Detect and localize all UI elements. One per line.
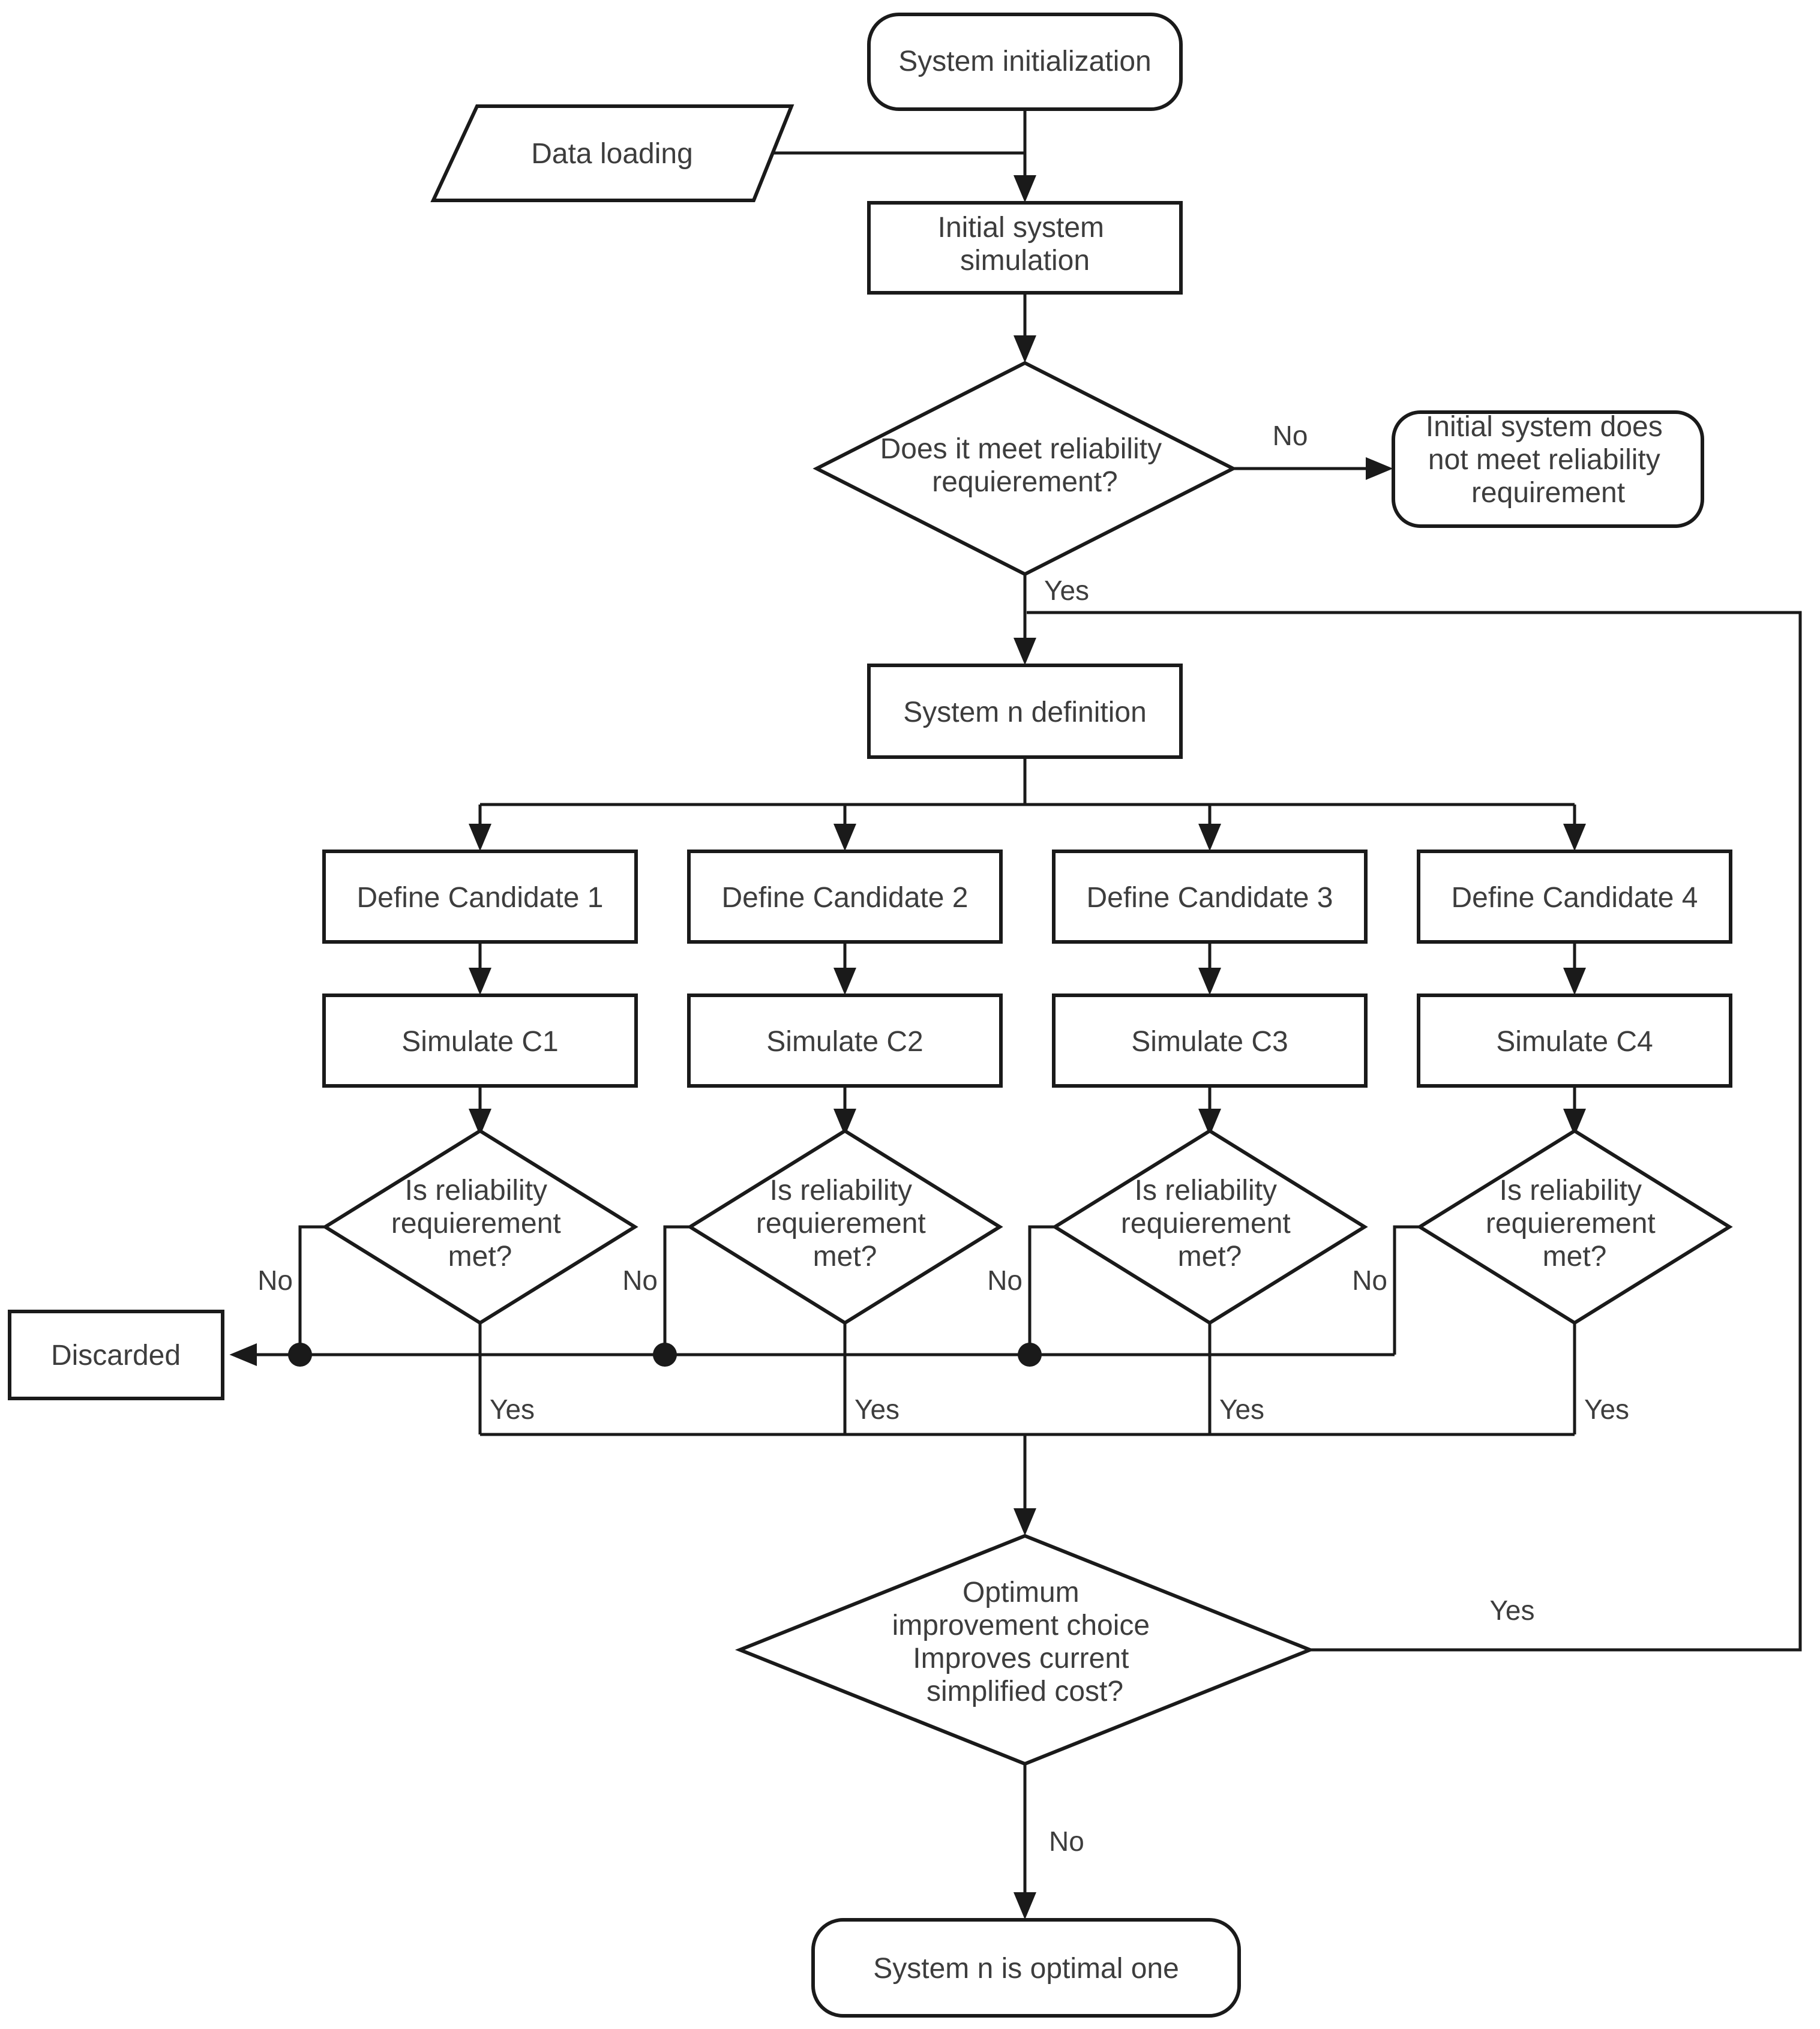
junction-dot-2 (653, 1343, 677, 1367)
node-discarded-process (8, 1310, 224, 1400)
node-check4-decision (1416, 1128, 1733, 1325)
label-improvement-yes: Yes (1489, 1595, 1534, 1626)
node-check2-decision (686, 1128, 1003, 1325)
label-check1-no: No (257, 1265, 293, 1296)
label-check4-no: No (1352, 1265, 1387, 1296)
node-define-candidate-1 (322, 850, 638, 944)
node-start-label: System initialization (898, 46, 1152, 77)
node-start-terminator (867, 13, 1183, 111)
node-define-candidate-4 (1417, 850, 1732, 944)
node-define-candidate-4-label: Define Candidate 4 (1452, 882, 1698, 914)
label-reliability-no: No (1273, 420, 1308, 451)
edge-check2-no (663, 1225, 690, 1355)
node-data-loading-label: Data loading (531, 138, 693, 170)
node-data-loading-parallelogram (430, 104, 794, 202)
node-not-met-label: Initial system does not meet reliability… (1426, 411, 1671, 509)
node-simulate-c2 (687, 994, 1003, 1088)
node-simulate-c4-label: Simulate C4 (1496, 1026, 1653, 1058)
junction-dot-3 (1018, 1343, 1042, 1367)
label-reliability-yes: Yes (1044, 575, 1089, 606)
node-reliability-check-label: Does it meet reliability requierement? (880, 433, 1170, 498)
node-improvement-check-label: Optimum improvement choice Improves curr… (892, 1577, 1158, 1707)
node-reliability-check-decision (812, 361, 1237, 577)
label-check4-yes: Yes (1584, 1394, 1629, 1425)
node-simulate-c4 (1417, 994, 1732, 1088)
label-check3-no: No (987, 1265, 1023, 1296)
node-define-candidate-1-label: Define Candidate 1 (357, 882, 604, 914)
node-define-candidate-2-label: Define Candidate 2 (722, 882, 969, 914)
node-simulate-c2-label: Simulate C2 (766, 1026, 923, 1058)
node-optimal-label: System n is optimal one (873, 1953, 1179, 1985)
node-simulate-c3 (1052, 994, 1368, 1088)
node-check1-label: Is reliability requierement met? (391, 1175, 569, 1272)
node-improvement-check-decision (734, 1533, 1315, 1766)
label-check3-yes: Yes (1219, 1394, 1264, 1425)
edge-check1-no (298, 1225, 325, 1355)
edge-improvement-yes-feedback-loop (1027, 611, 1802, 1652)
node-simulate-c1-label: Simulate C1 (401, 1026, 558, 1058)
node-system-n-definition-label: System n definition (903, 697, 1147, 728)
node-define-candidate-3 (1052, 850, 1368, 944)
node-check4-label: Is reliability requierement met? (1486, 1175, 1663, 1272)
edge-check3-no (1028, 1225, 1055, 1355)
label-check1-yes: Yes (490, 1394, 535, 1425)
node-discarded-label: Discarded (51, 1340, 181, 1371)
node-simulate-c1 (322, 994, 638, 1088)
node-not-met-terminator (1392, 410, 1704, 528)
node-initial-simulation-process (867, 201, 1183, 295)
label-improvement-no: No (1049, 1826, 1084, 1857)
label-check2-no: No (622, 1265, 658, 1296)
node-system-n-definition-process (867, 664, 1183, 759)
label-check2-yes: Yes (854, 1394, 899, 1425)
edge-check4-no (1393, 1225, 1420, 1355)
node-define-candidate-2 (687, 850, 1003, 944)
node-check3-decision (1051, 1128, 1368, 1325)
node-optimal-terminator (811, 1918, 1241, 2018)
node-check3-label: Is reliability requierement met? (1121, 1175, 1299, 1272)
node-define-candidate-3-label: Define Candidate 3 (1087, 882, 1333, 914)
node-simulate-c3-label: Simulate C3 (1131, 1026, 1288, 1058)
node-initial-simulation-label: Initial system simulation (938, 212, 1113, 277)
junction-dot-1 (288, 1343, 312, 1367)
node-check1-decision (322, 1128, 638, 1325)
node-check2-label: Is reliability requierement met? (756, 1175, 934, 1272)
